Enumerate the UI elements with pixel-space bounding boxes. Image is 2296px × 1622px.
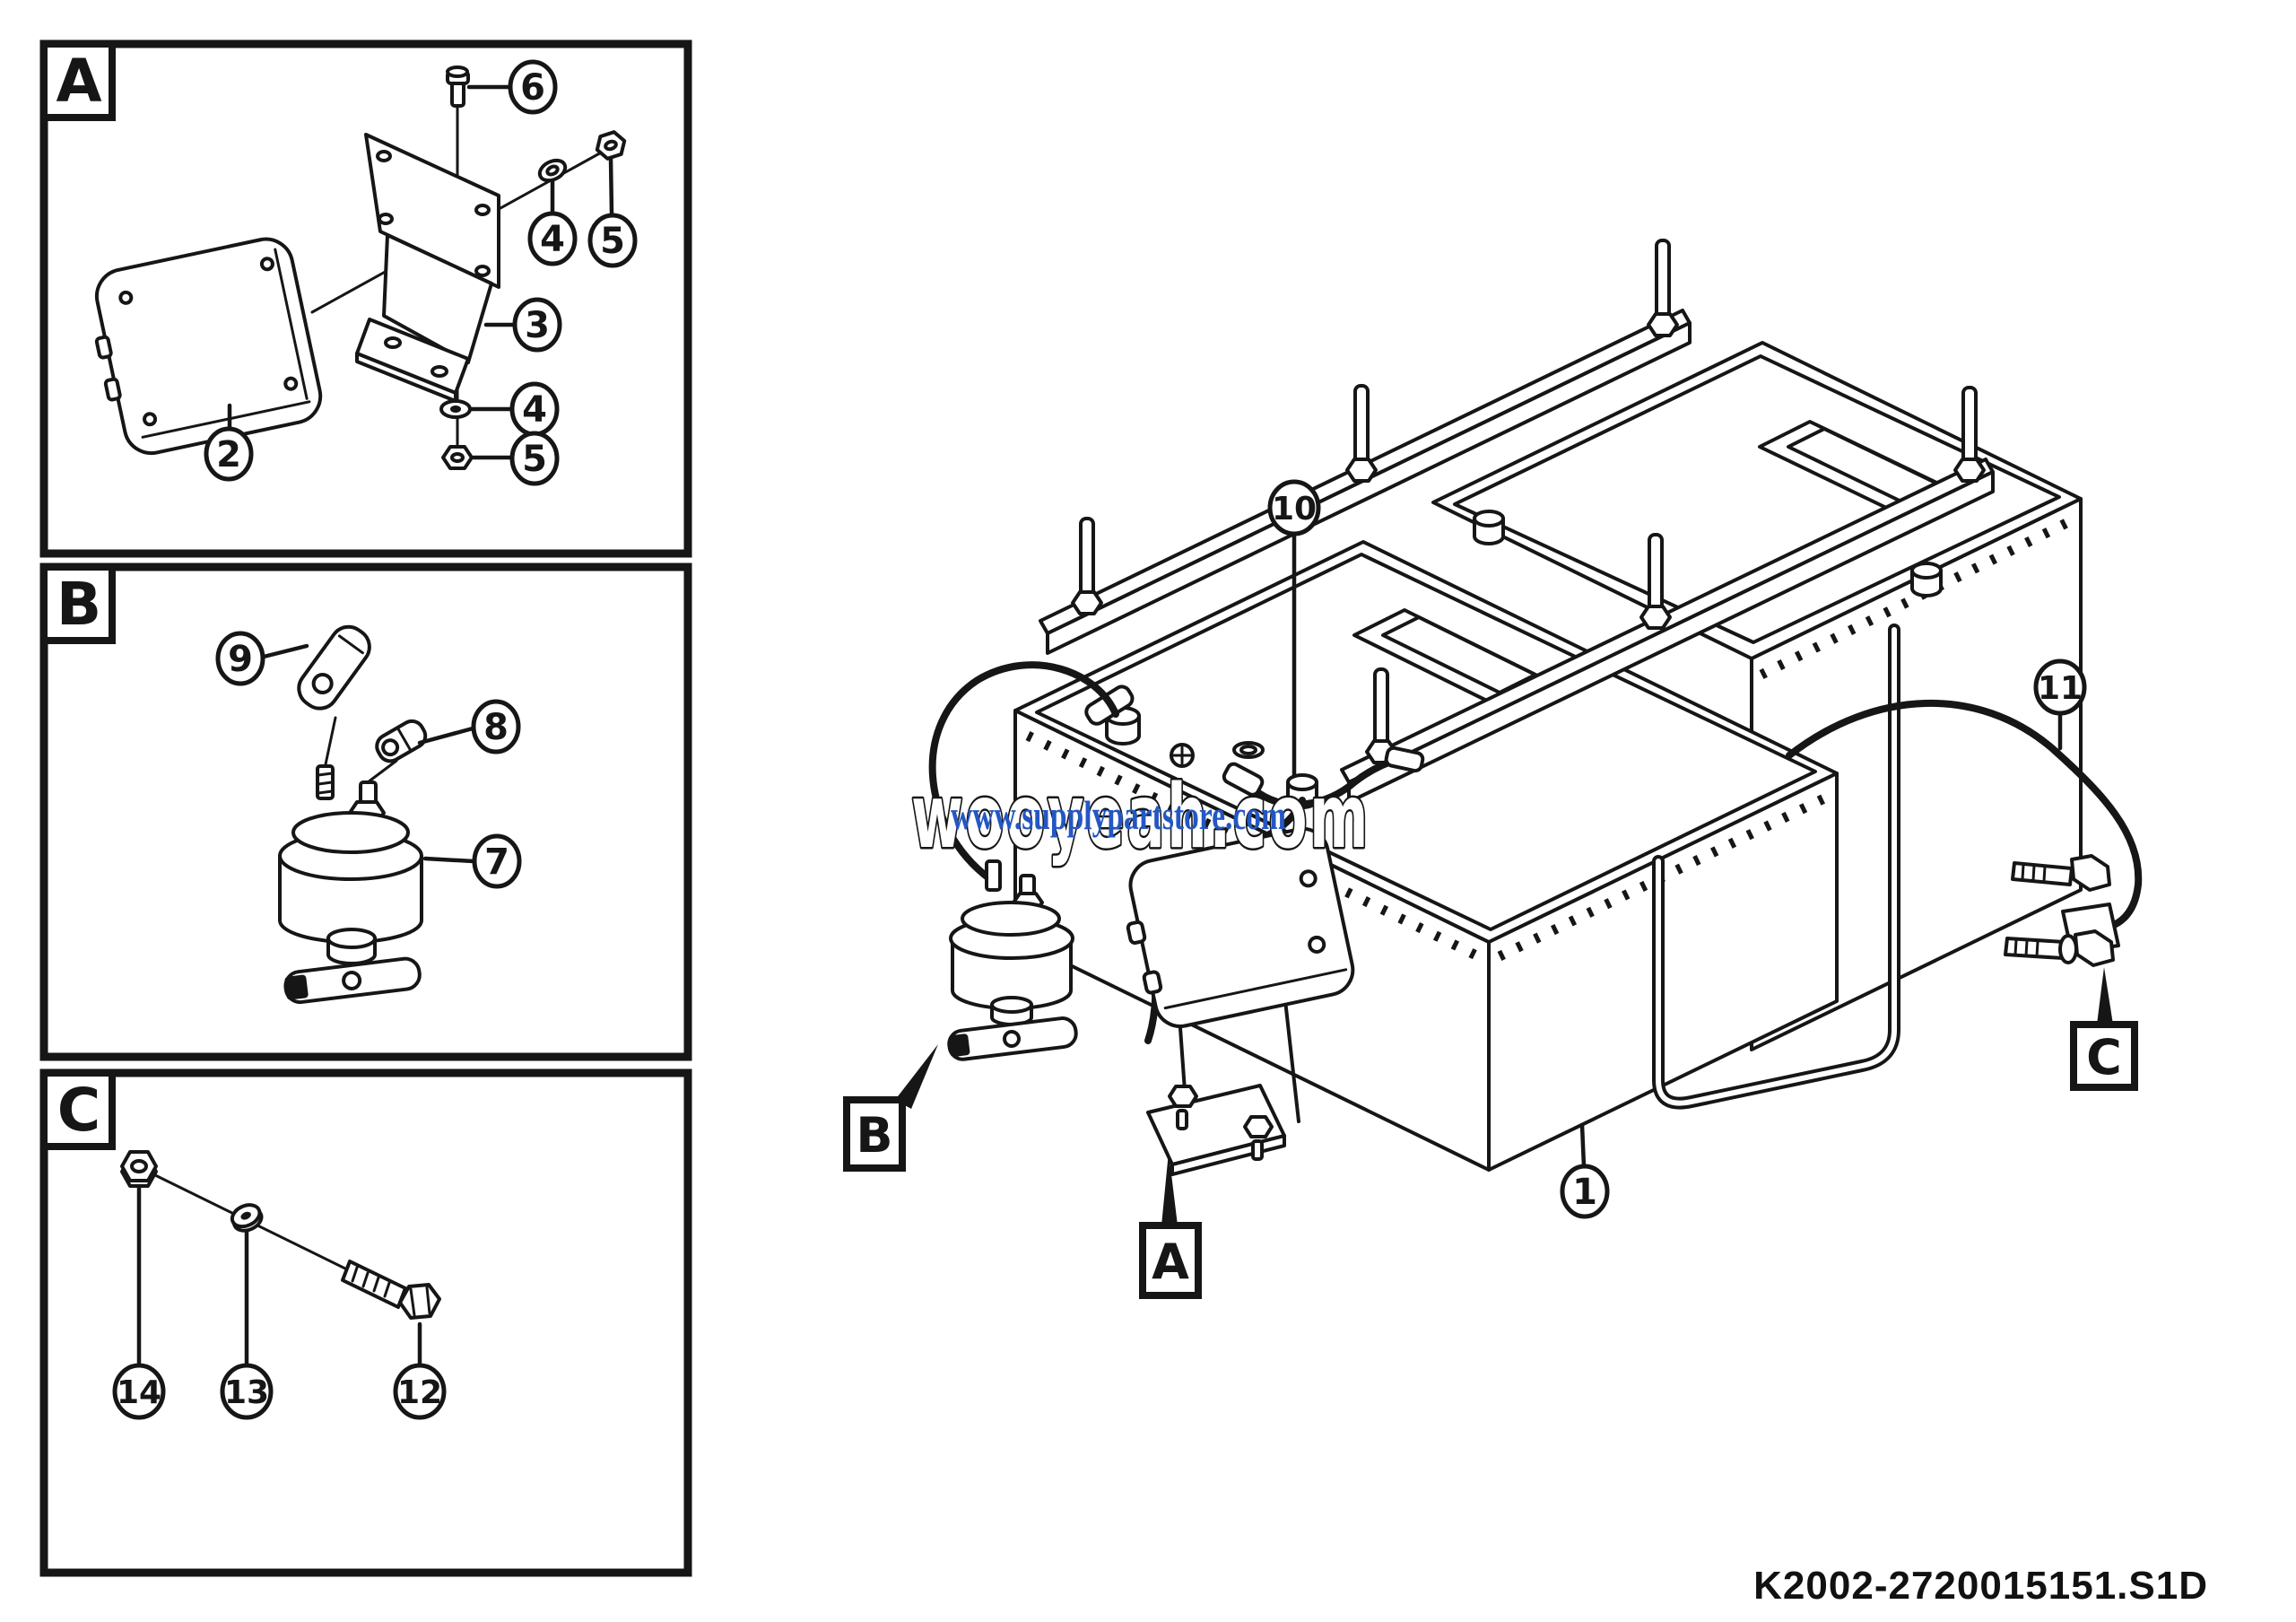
battery-port: [1232, 741, 1265, 759]
disconnect-switch-part-7: [278, 764, 423, 1005]
callout-10: 10: [1267, 479, 1321, 536]
panel-c-label-text: C: [57, 1076, 100, 1145]
svg-text:B: B: [856, 1107, 892, 1164]
svg-text:13: 13: [224, 1374, 269, 1411]
svg-text:8: 8: [483, 707, 509, 748]
svg-text:11: 11: [2038, 670, 2083, 707]
callout-5-bottom: 5: [509, 431, 560, 486]
leader-8: [417, 726, 475, 746]
drop-line-8: [366, 759, 398, 784]
svg-text:5: 5: [522, 439, 547, 480]
holddown-frame-rod: [1652, 624, 1900, 1110]
nut-part-14: [120, 1150, 158, 1188]
leader-5-top: [608, 155, 614, 216]
svg-text:12: 12: [397, 1374, 442, 1411]
cable-bolt-lower: [2004, 929, 2115, 967]
callout-9: 9: [215, 631, 265, 686]
svg-text:2: 2: [216, 434, 241, 475]
callout-13: 13: [220, 1363, 274, 1420]
bolt-part-6: [446, 65, 470, 108]
holddown-bar-right: [1340, 386, 1995, 804]
tie-rod: [1647, 239, 1679, 337]
callout-2: 2: [204, 426, 254, 482]
svg-text:4: 4: [540, 219, 565, 260]
battery-cap-screw: [1170, 743, 1195, 768]
tie-rod: [1345, 384, 1378, 483]
leader-9: [261, 643, 309, 659]
mounted-module-assembly: [1126, 826, 1355, 1176]
holddown-bar-left: [1039, 239, 1692, 655]
ref-label-b: B: [843, 1044, 938, 1172]
rear-terminal-right: [1910, 562, 1943, 597]
panel-a-label-text: A: [56, 47, 101, 116]
watermarks: wooyeah.com www.supplypartstore.com: [909, 764, 1370, 871]
svg-text:10: 10: [1272, 491, 1317, 528]
callout-8: 8: [471, 699, 521, 754]
panel-b-label-text: B: [57, 570, 101, 639]
mounted-disconnect-switch: [947, 859, 1078, 1061]
bracket-bolt: [1168, 1085, 1198, 1130]
callout-14: 14: [112, 1363, 166, 1420]
svg-text:9: 9: [228, 639, 253, 680]
bolt-part-12: [341, 1260, 441, 1320]
switch-cable-arc: [928, 661, 1119, 883]
callout-12: 12: [393, 1363, 447, 1420]
tie-rod: [1639, 533, 1672, 630]
svg-text:5: 5: [600, 221, 625, 262]
washer-part-4-bottom: [439, 399, 472, 419]
callout-11: 11: [2033, 658, 2087, 716]
tie-rod: [1953, 386, 1986, 483]
panel-a-label: A: [40, 40, 116, 121]
callout-4-bottom: 4: [509, 381, 560, 437]
callout-7: 7: [472, 833, 522, 889]
cable-bolt-upper: [2011, 854, 2111, 892]
watermark-overlay-text: www.supplypartstore.com: [951, 792, 1286, 838]
svg-text:3: 3: [525, 305, 550, 346]
callout-4-top: 4: [527, 211, 578, 266]
ref-label-a: A: [1139, 1152, 1202, 1299]
main-assembly-art: [928, 239, 2143, 1176]
nut-part-5-bottom: [441, 445, 474, 470]
svg-text:C: C: [2086, 1029, 2122, 1086]
svg-text:A: A: [1152, 1234, 1189, 1290]
panel-b-art: 9 8 7: [215, 624, 522, 1005]
panel-a-art: 6 4 5 3 4 5 2: [94, 59, 638, 486]
panel-c-label: C: [40, 1069, 116, 1150]
svg-text:1: 1: [1572, 1172, 1597, 1213]
jumper-cable-10: [1222, 746, 1425, 808]
module-bracket-part: [355, 133, 500, 403]
terminal-part-8: [375, 719, 428, 763]
washer-part-4-top: [537, 158, 568, 183]
panel-c-art: 14 13 12: [112, 1150, 447, 1420]
callout-1: 1: [1560, 1164, 1610, 1219]
svg-text:6: 6: [520, 67, 545, 109]
callout-5-top: 5: [587, 213, 638, 268]
ref-label-c: C: [2070, 967, 2138, 1091]
drawing-code-text: K2002-2720015151.S1D: [1753, 1564, 2208, 1608]
rear-terminal-left: [1473, 510, 1505, 545]
control-module-part: [94, 237, 323, 456]
main-callouts: 10 11 1 B A C: [843, 479, 2138, 1299]
svg-text:7: 7: [484, 842, 509, 883]
svg-text:14: 14: [117, 1374, 161, 1411]
drop-line-9: [324, 716, 337, 766]
bracket-bolt: [1243, 1115, 1274, 1161]
svg-text:4: 4: [522, 389, 547, 431]
ring-terminal-part-9: [297, 624, 371, 711]
panel-b-label: B: [40, 563, 116, 644]
callout-6: 6: [508, 59, 558, 115]
tie-rod: [1071, 517, 1103, 615]
leader-7: [422, 856, 476, 864]
watermark-outline-text: wooyeah.com: [911, 766, 1370, 868]
battery-terminal-post-left: [1084, 685, 1141, 746]
leader-1: [1579, 1122, 1587, 1169]
battery-cable-11: [1786, 699, 2143, 967]
nut-part-5-top: [595, 130, 627, 161]
washer-part-13: [230, 1203, 264, 1233]
callout-3: 3: [512, 297, 562, 353]
